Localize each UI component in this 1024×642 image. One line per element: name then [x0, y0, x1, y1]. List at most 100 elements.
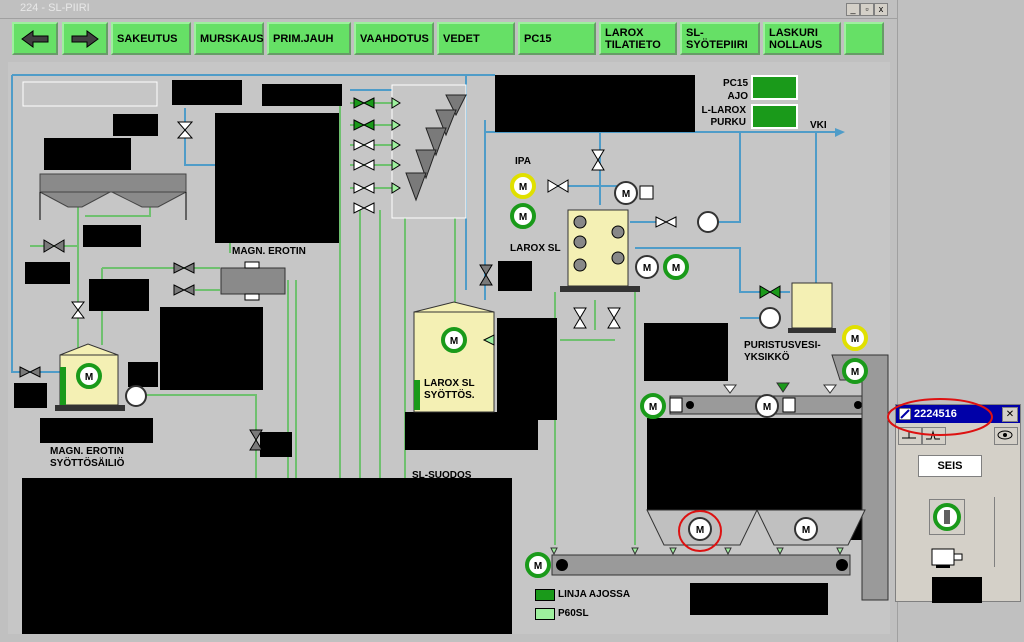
arrow-right-icon	[71, 29, 99, 48]
motor-icon: M	[663, 254, 689, 280]
nav-label: LASKURI NOLLAUS	[769, 26, 823, 51]
svg-text:M: M	[519, 182, 527, 193]
svg-text:M: M	[622, 189, 630, 200]
motor-icon: M	[640, 393, 666, 419]
window-title: 224 - SL-PIIRI	[20, 2, 90, 14]
magn-syottosailio-label: MAGN. EROTIN SYÖTTÖSÄILIÖ	[50, 446, 125, 469]
nav-sl-syotepiiri[interactable]: SL-SYÖTEPIIRI	[680, 22, 760, 55]
pc15-ajo-indicator	[751, 75, 798, 100]
maximize-icon[interactable]: ▫	[860, 3, 874, 16]
nav-label: LAROX TILATIETO	[605, 26, 661, 51]
highlight-circle	[678, 510, 722, 552]
svg-text:M: M	[763, 402, 771, 413]
legend-label: P60SL	[558, 608, 589, 619]
motor-icon: M	[635, 255, 659, 279]
back-button[interactable]	[12, 22, 58, 55]
valve-green-right	[759, 285, 781, 299]
nav-pc15[interactable]: PC15	[518, 22, 596, 55]
eye-icon	[997, 430, 1013, 440]
nav-larox-tilatieto[interactable]: LAROX TILATIETO	[599, 22, 677, 55]
pc15-label: PC15	[722, 78, 748, 89]
popup-tab-1[interactable]	[898, 427, 922, 445]
nav-label: VAAHDOTUS	[360, 32, 429, 45]
motors: M M M M M M M M M M M M M M	[76, 173, 868, 578]
svg-text:M: M	[696, 525, 704, 536]
incline-conveyor	[831, 354, 889, 601]
svg-text:M: M	[534, 561, 542, 572]
empty-field	[22, 81, 158, 107]
nav-prim-jauh[interactable]: PRIM.JAUH	[267, 22, 351, 55]
svg-text:M: M	[649, 402, 657, 413]
hoppers	[39, 173, 187, 220]
motor-icon: M	[842, 325, 868, 351]
nav-label: SAKEUTUS	[117, 32, 178, 45]
nav-sakeutus[interactable]: SAKEUTUS	[111, 22, 191, 55]
minimize-icon[interactable]: _	[846, 3, 860, 16]
motor-icon: M	[510, 173, 536, 199]
magnetic-separator	[220, 267, 286, 295]
redacted-blocks	[14, 75, 880, 634]
nav-murskaus[interactable]: MURSKAUS	[194, 22, 264, 55]
start-stop-switch[interactable]	[929, 499, 965, 535]
svg-text:M: M	[643, 263, 651, 274]
motor-icon: M	[614, 181, 638, 205]
faceplate-popup: 2224516 ✕ SEIS	[895, 404, 1021, 603]
svg-text:M: M	[802, 525, 810, 536]
valves-grey	[19, 239, 493, 451]
motor-icon: M	[76, 363, 102, 389]
close-icon: ✕	[1005, 409, 1015, 420]
nav-label: MURSKAUS	[200, 32, 264, 45]
svg-text:M: M	[851, 367, 859, 378]
ajo-label: AJO	[727, 91, 748, 102]
nav-label: SL-SYÖTEPIIRI	[686, 26, 748, 51]
motor-icon: M	[525, 552, 551, 578]
state-display: SEIS	[918, 455, 982, 477]
window-title-bar: 224 - SL-PIIRI _ ▫ x	[0, 0, 897, 19]
motor-symbol-icon	[931, 548, 963, 568]
popup-tab-2[interactable]	[922, 427, 946, 445]
larox-sl-label: LAROX SL	[510, 243, 561, 254]
svg-text:M: M	[85, 372, 93, 383]
process-diagram: M M M M M M M M M M M M M M	[11, 74, 889, 634]
popup-tab-3[interactable]	[994, 427, 1018, 445]
larox-purku-indicator	[751, 104, 798, 129]
nav-vaahdotus[interactable]: VAAHDOTUS	[354, 22, 434, 55]
puristusvesi-label: PURISTUSVESI- YKSIKKÖ	[744, 340, 821, 363]
valves-row	[353, 97, 401, 214]
forward-button[interactable]	[62, 22, 108, 55]
faceplate-icon	[899, 408, 911, 420]
nav-label: PRIM.JAUH	[273, 32, 334, 45]
motor-icon: M	[510, 203, 536, 229]
arrow-left-icon	[21, 29, 49, 48]
magn-erotin-label: MAGN. EROTIN	[232, 246, 306, 257]
motor-icon: M	[755, 394, 779, 418]
motor-icon: M	[441, 327, 467, 353]
popup-title: 2224516	[914, 408, 957, 420]
larox-sl-syottos-label: LAROX SL SYÖTTÖS.	[424, 378, 475, 401]
trend-icon	[926, 430, 940, 440]
conveyor-lower	[551, 554, 851, 576]
larox-purku-label: L-LAROX PURKU	[701, 105, 746, 128]
svg-text:M: M	[450, 336, 458, 347]
sl-suodos-label: SL-SUODOS	[412, 470, 472, 478]
motor-icon: M	[842, 358, 868, 384]
svg-text:M: M	[851, 334, 859, 345]
popup-highlight	[887, 398, 993, 436]
motor-icon: M	[688, 517, 712, 541]
valves-misc	[71, 121, 677, 329]
ipa-label: IPA	[515, 156, 531, 167]
close-icon[interactable]: x	[874, 3, 888, 16]
popup-close-button[interactable]: ✕	[1002, 407, 1018, 422]
nav-vedet[interactable]: VEDET	[437, 22, 515, 55]
legend-swatch-running	[535, 589, 555, 601]
larox-filter	[560, 209, 640, 292]
hydrocyclones	[405, 94, 467, 202]
flow-markers	[550, 547, 844, 556]
legend-swatch-p60sl	[535, 608, 555, 620]
nav-label: PC15	[524, 32, 552, 45]
pumps	[125, 211, 781, 407]
nav-laskuri-nollaus[interactable]: LASKURI NOLLAUS	[763, 22, 841, 55]
legend-label: LINJA AJOSSA	[558, 589, 631, 600]
vki-label: VKI	[810, 120, 827, 131]
nav-empty[interactable]	[844, 22, 884, 55]
